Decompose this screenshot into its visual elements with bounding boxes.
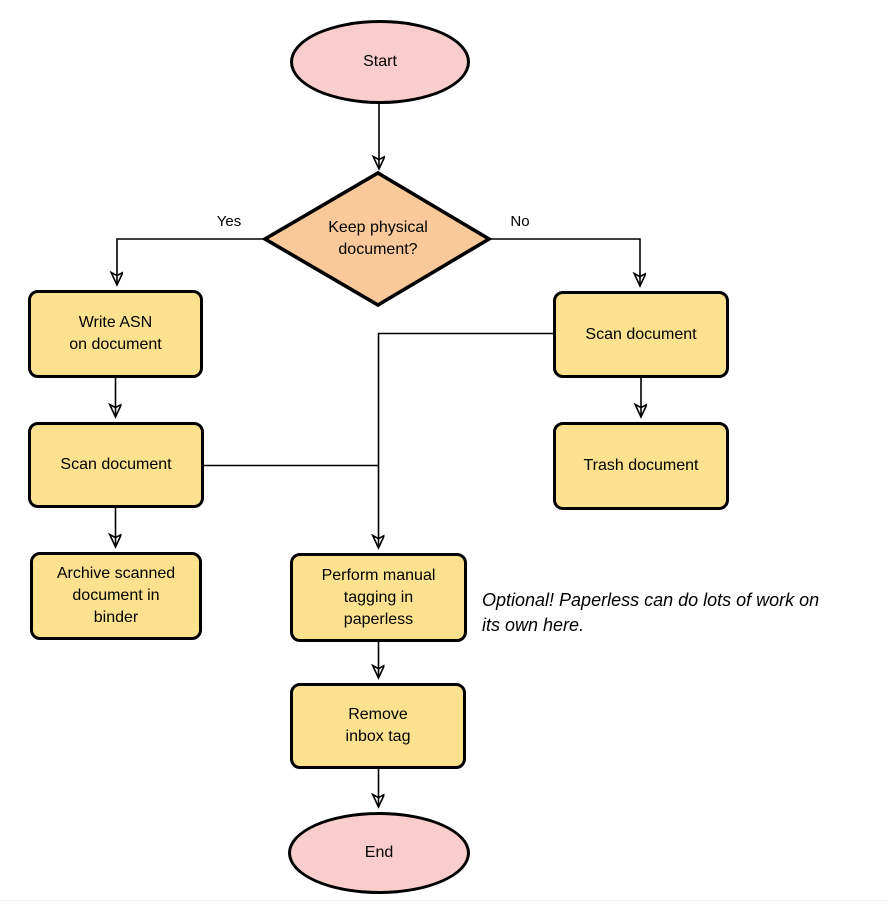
archive-node: Archive scanned document in binder <box>30 552 202 640</box>
manual-tagging-label: Perform manual tagging in paperless <box>321 566 436 628</box>
optional-annotation: Optional! Paperless can do lots of work … <box>482 590 820 635</box>
bottom-divider <box>0 900 888 901</box>
edge-label-no: No <box>510 213 530 230</box>
scan-document-left-label: Scan document <box>60 456 172 473</box>
scan-document-right-node: Scan document <box>553 291 729 378</box>
end-node: End <box>288 812 470 894</box>
edge-decision-no-to-scan-right <box>488 238 640 285</box>
scan-document-left-node: Scan document <box>28 422 204 508</box>
archive-label: Archive scanned document in binder <box>56 565 176 626</box>
manual-tagging-node: Perform manual tagging in paperless <box>290 553 467 642</box>
trash-document-node: Trash document <box>553 422 729 510</box>
decision-diamond-shape <box>261 170 493 308</box>
trash-document-label: Trash document <box>583 457 699 474</box>
start-label: Start <box>363 53 397 70</box>
edge-label-yes: Yes <box>216 213 242 230</box>
edge-decision-yes-to-write-asn <box>117 238 266 284</box>
scan-document-right-label: Scan document <box>585 325 697 343</box>
remove-inbox-tag-node: Remove inbox tag <box>290 683 466 769</box>
write-asn-node: Write ASN on document <box>28 290 203 378</box>
start-node: Start <box>290 20 470 104</box>
write-asn-label: Write ASN on document <box>69 314 162 353</box>
end-label: End <box>364 844 394 861</box>
remove-inbox-tag-label: Remove inbox tag <box>345 706 411 745</box>
decision-node-label: Keep physical document? <box>328 219 428 258</box>
edge-scan-right-to-tagging <box>379 332 553 548</box>
